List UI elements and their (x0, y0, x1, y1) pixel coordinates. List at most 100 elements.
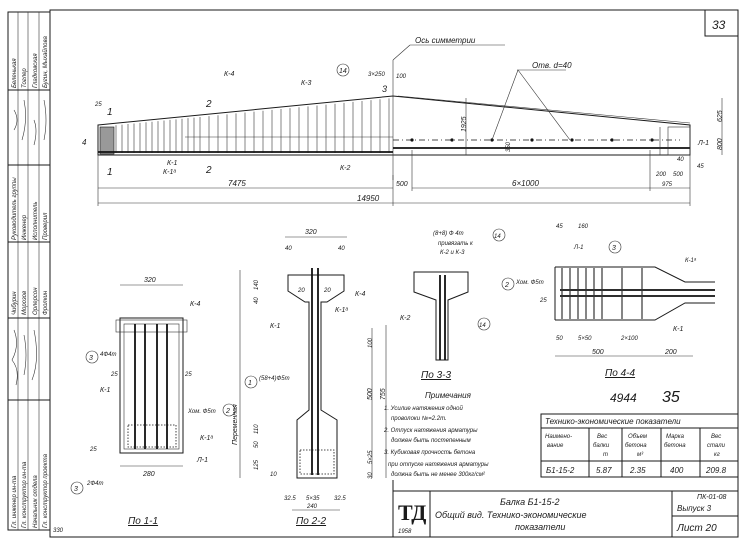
table-header: бетона (625, 443, 647, 449)
section-mark-3: 3 (382, 84, 387, 94)
stamp-name: Морозов (22, 291, 28, 315)
corner-box (704, 9, 739, 37)
dim-350: 350 (506, 141, 512, 152)
dim-40: 40 (677, 157, 684, 163)
title-line: Балка Б1-15-2 (500, 497, 559, 507)
dim-25: 25 (539, 298, 547, 304)
dim-5x35: 5×35 (306, 496, 320, 502)
label-k4: К-4 (355, 291, 365, 298)
label-k2: К-2 (400, 315, 410, 322)
section-mark-4: 4 (82, 138, 87, 147)
series-code: ПК-01-08 (697, 494, 727, 501)
label-k1: К-1 (100, 387, 110, 394)
stamp-role: Гл. конструктор ин-та (22, 461, 28, 528)
label-k4: К-4 (190, 301, 200, 308)
dim-25: 25 (110, 372, 118, 378)
stamp-role: Проверил (43, 212, 49, 240)
dim-100: 100 (396, 74, 407, 80)
sheet-frame (49, 9, 739, 538)
dim-50: 50 (556, 336, 563, 342)
label-tie: привязать к (438, 241, 474, 247)
dim-40: 40 (285, 246, 292, 252)
section-mark-2: 2 (205, 165, 212, 176)
table-header: м³ (637, 452, 644, 458)
table-header: вание (547, 443, 564, 449)
dim-320: 320 (144, 277, 156, 284)
label-k1a: К-1ᵃ (200, 435, 213, 442)
td-logo: ТД (398, 500, 426, 525)
section-3-3: (8+8) Ф 4т привязать к К-2 и К-3 14 14 К… (400, 228, 506, 381)
note-line: проволоки №=2.2т. (391, 415, 447, 422)
table-header: балки (593, 443, 610, 449)
label-tie2: К-2 и К-3 (440, 250, 465, 256)
dim-625: 625 (717, 110, 724, 122)
dim-140: 140 (254, 279, 260, 290)
mark-14: 14 (479, 323, 486, 329)
corner-note: 330 (53, 528, 64, 534)
mark-3: 3 (89, 355, 93, 362)
table-cell: 400 (670, 466, 684, 475)
label-bars-bot: 2Ф4т (86, 481, 103, 487)
stamp-name: Фролкин (43, 290, 49, 315)
note-line: при отпуске натяжения арматуры (388, 462, 489, 468)
dim-755: 755 (380, 388, 387, 400)
axis-label: Ось симметрии (415, 36, 476, 45)
tech-economic-table: Технико-экономические показатели Наимено… (540, 413, 739, 478)
notes: Примечания 1. Усилие натяжения одной про… (383, 391, 489, 478)
table-header: Вес (597, 434, 607, 440)
table-header: бетона (664, 443, 686, 449)
dim-10: 10 (270, 472, 277, 478)
dim-7475: 7475 (228, 179, 246, 188)
mark-3: 3 (612, 245, 616, 252)
holes (410, 138, 654, 142)
stamp-role: Гл. инженер ин-та (12, 475, 18, 528)
table-header: т (603, 452, 608, 458)
stamp-name: Беленькая (12, 58, 18, 88)
section-title: По 4-4 (605, 368, 635, 379)
table-cell: 209.8 (705, 466, 727, 475)
section-mark-2: 2 (205, 99, 212, 110)
label-k1: К-1 (673, 326, 683, 333)
stamp-name: Орлерсон (33, 287, 39, 315)
dim-500b: 500 (673, 172, 684, 178)
table-cell: Б1-15-2 (546, 466, 575, 475)
table-cell: 5.87 (596, 466, 612, 475)
stamp-name: Тоглер (22, 68, 28, 88)
dim-100: 100 (368, 337, 374, 348)
note-line: должен быть постепенным (391, 438, 471, 444)
label-k2: К-2 (340, 165, 350, 172)
label-k1: К-1 (270, 323, 280, 330)
issue-label: Выпуск 3 (677, 504, 712, 513)
dim-30: 30 (368, 472, 374, 479)
inventory-number: 4944 (610, 391, 637, 405)
dim-280: 280 (142, 471, 155, 478)
hole (410, 138, 414, 142)
dim-200: 200 (655, 172, 667, 178)
signatures (11, 99, 47, 386)
note-line: 2. Отпуск натяжения арматуры (383, 428, 478, 434)
stamp-role: Инженер (22, 214, 28, 240)
corner-number: 33 (712, 18, 726, 32)
stamp-name: Чибурин (12, 291, 18, 315)
beam-elevation: Ось симметрии К-4 К-3 К-2 К-1 К-1ᵃ Л-1 1… (82, 36, 724, 206)
table-header: Объем (628, 434, 647, 440)
notes-title: Примечания (425, 391, 472, 400)
table-header: Марка (666, 434, 685, 440)
dim-40: 40 (254, 297, 260, 304)
hole (650, 138, 654, 142)
dim-125: 125 (254, 459, 260, 470)
stamp-role: Руководитель группы (12, 177, 18, 240)
label-l1: Л-1 (196, 457, 208, 464)
section-2-2: 320 40 40 140 40 20 20 Переменная 100 50… (232, 229, 387, 527)
dim-20: 20 (297, 288, 305, 294)
section-mark-1: 1 (107, 167, 113, 178)
mark-2: 2 (504, 282, 509, 289)
dim-5x25: 5×25 (368, 450, 374, 464)
hole (570, 138, 574, 142)
stamp-role: Начальник отдела (33, 475, 39, 528)
label-k1a: К-1ᵃ (163, 169, 176, 176)
label-k3: К-3 (301, 80, 311, 87)
dim-32.5: 32.5 (334, 496, 346, 502)
hole (530, 138, 534, 142)
section-1-1: 320 280 К-4 К-1 К-1ᵃ Л-1 Хом. Ф5т 2 3 4Ф… (70, 277, 236, 527)
